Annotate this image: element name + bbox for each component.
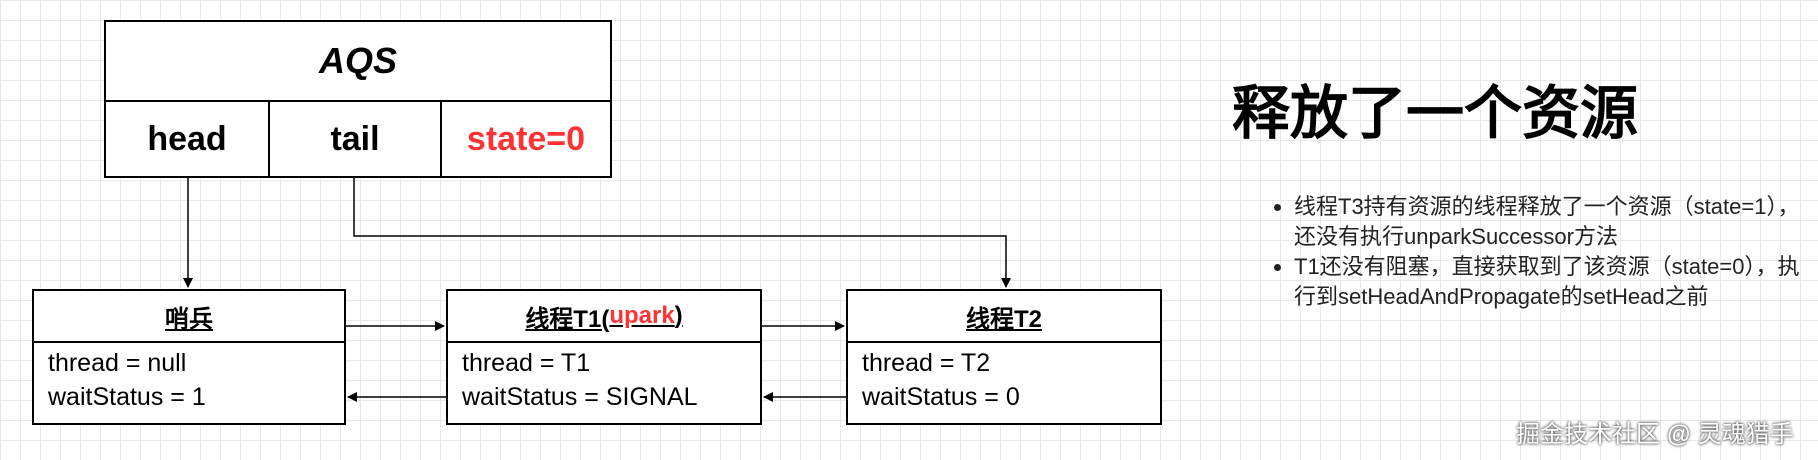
node-title: 线程T2	[848, 291, 1160, 343]
node-title-suffix: )	[674, 302, 683, 329]
aqs-title: AQS	[106, 22, 610, 102]
node-title: 线程T1(upark)	[448, 291, 760, 343]
node-title-highlight: upark	[609, 302, 675, 329]
note-item: 线程T3持有资源的线程释放了一个资源（state=1），还没有执行unparkS…	[1294, 192, 1814, 252]
node-title: 哨兵	[34, 291, 344, 343]
node-wait-status: waitStatus = 0	[862, 383, 1020, 411]
node-wait-status: waitStatus = SIGNAL	[462, 383, 698, 411]
slide-heading: 释放了一个资源	[1232, 81, 1639, 146]
note-item: T1还没有阻塞，直接获取到了该资源（state=0），执行到setHeadAnd…	[1294, 252, 1814, 312]
node-wait-status: waitStatus = 1	[48, 383, 206, 411]
aqs-box: AQS head tail state=0	[104, 20, 612, 178]
thread-t2-node: 线程T2 thread = T2 waitStatus = 0	[846, 289, 1162, 425]
node-thread: thread = T1	[462, 349, 591, 377]
node-thread: thread = T2	[862, 349, 991, 377]
node-thread: thread = null	[48, 349, 187, 377]
aqs-head-field: head	[106, 102, 270, 176]
aqs-tail-field: tail	[270, 102, 442, 176]
thread-t1-node: 线程T1(upark) thread = T1 waitStatus = SIG…	[446, 289, 762, 425]
notes-list: 线程T3持有资源的线程释放了一个资源（state=1），还没有执行unparkS…	[1268, 192, 1814, 312]
tail-to-t2-arrow	[353, 178, 1011, 288]
sentinel-node: 哨兵 thread = null waitStatus = 1	[32, 289, 346, 425]
aqs-state-field: state=0	[466, 119, 586, 158]
watermark: 掘金技术社区 @ 灵魂猎手	[1516, 421, 1794, 448]
node-title-prefix: 线程T1(	[525, 305, 610, 333]
